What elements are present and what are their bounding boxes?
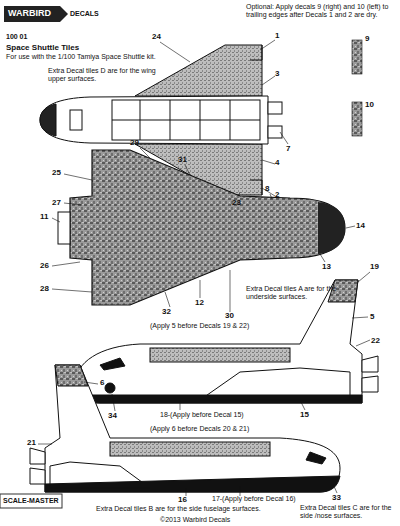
callout-number: 26 xyxy=(40,261,49,270)
instruction-note: 17-(Apply before Decal 16) xyxy=(212,495,296,503)
callout-number: 2 xyxy=(275,190,279,199)
callout-number: 10 xyxy=(365,100,374,109)
callout-number: 16 xyxy=(178,495,187,504)
callout-number: 5 xyxy=(370,312,374,321)
brand-logo: WARBIRD xyxy=(8,8,51,18)
brand-logo: DECALS xyxy=(70,10,99,18)
callout-number: 33 xyxy=(332,493,341,502)
callout-number: 24 xyxy=(152,32,161,41)
callout-number: 7 xyxy=(286,144,290,153)
publisher-logo: SCALE-MASTER xyxy=(3,497,59,505)
instruction-note: (Apply 6 before Decals 20 & 21) xyxy=(150,425,249,433)
callout-number: 9 xyxy=(365,34,369,43)
callout-number: 14 xyxy=(356,221,365,230)
callout-number: 1 xyxy=(275,31,279,40)
instruction-note: Extra Decal tiles D are for the wing upp… xyxy=(48,67,160,83)
callout-number: 12 xyxy=(195,298,204,307)
callout-number: 23 xyxy=(232,198,241,207)
callout-number: 22 xyxy=(371,336,380,345)
callout-number: 29 xyxy=(130,138,139,147)
instruction-note: Extra Decal tiles B are for the side fus… xyxy=(96,505,266,513)
instruction-note: (Apply 5 before Decals 19 & 22) xyxy=(150,322,249,330)
callout-number: 8 xyxy=(265,184,269,193)
instruction-note: Optional: Apply decals 9 (right) and 10 … xyxy=(246,3,396,19)
callout-number: 31 xyxy=(178,155,187,164)
callout-number: 3 xyxy=(275,69,279,78)
instruction-note: 18-(Apply before Decal 15) xyxy=(160,411,244,419)
sheet-title: Space Shuttle Tiles xyxy=(6,43,79,52)
callout-number: 32 xyxy=(162,307,171,316)
sheet-number: 100 01 xyxy=(6,33,27,41)
callout-number: 19 xyxy=(370,262,379,271)
kit-note: For use with the 1/100 Tamiya Space Shut… xyxy=(6,53,156,61)
callout-number: 11 xyxy=(40,212,48,221)
callout-number: 28 xyxy=(40,284,49,293)
instruction-note: Extra Decal tiles C are for the side /no… xyxy=(300,504,395,520)
callout-number: 4 xyxy=(275,158,279,167)
callout-number: 15 xyxy=(300,410,309,419)
callout-number: 6 xyxy=(100,378,104,387)
callout-number: 30 xyxy=(225,311,234,320)
instruction-note: Extra Decal tiles A are for the undersid… xyxy=(246,285,366,301)
callout-number: 25 xyxy=(52,168,61,177)
callout-number: 13 xyxy=(322,262,331,271)
callout-number: 34 xyxy=(108,411,117,420)
copyright-note: ©2013 Warbird Decals xyxy=(160,516,230,524)
callout-number: 27 xyxy=(52,198,61,207)
callout-number: 21 xyxy=(27,438,36,447)
